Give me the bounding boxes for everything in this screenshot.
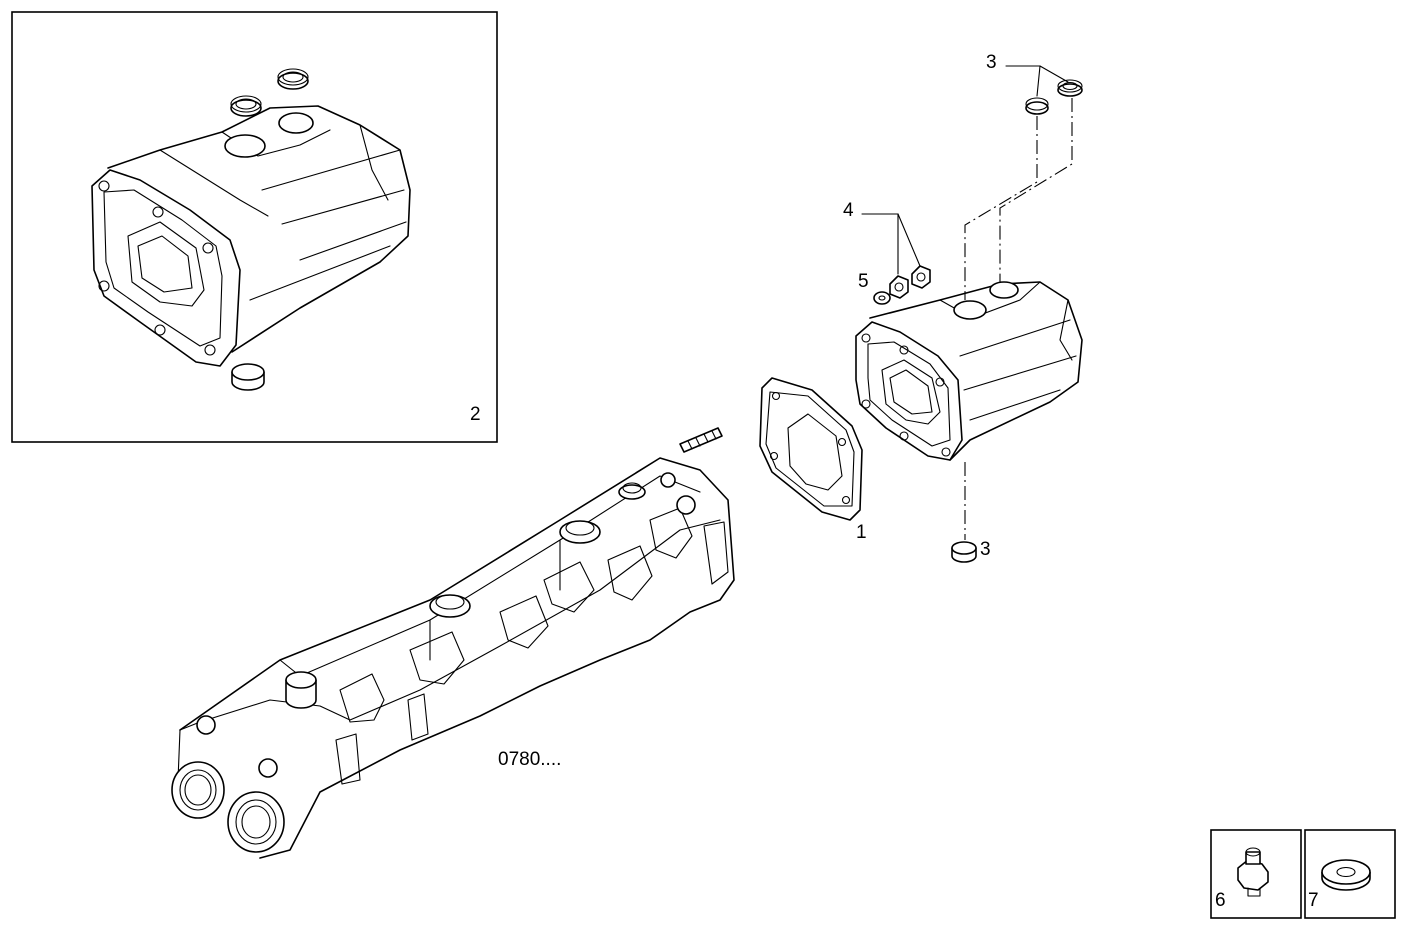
kit-inset-frame — [11, 11, 498, 443]
plug-lower — [951, 541, 977, 563]
stud-bolt — [679, 427, 723, 453]
leader-lines — [861, 65, 1069, 275]
nut-1 — [889, 275, 909, 299]
trans-hole-1 — [660, 472, 676, 488]
plug-upper-1 — [1025, 97, 1049, 115]
pump-boss-2 — [989, 281, 1019, 299]
pump-boss-1 — [953, 300, 987, 320]
plug-upper-2 — [1057, 79, 1083, 97]
callout-kit: 2 — [470, 404, 481, 425]
washer — [873, 291, 891, 305]
callout-plug-upper: 3 — [986, 52, 997, 73]
kit-boss-2 — [278, 112, 314, 134]
pump-housing — [855, 281, 1083, 461]
trans-boss-3 — [285, 671, 317, 709]
kit-inset: 2 — [11, 11, 498, 443]
callout-washer: 5 — [858, 271, 869, 292]
output-port-2 — [227, 791, 285, 853]
kit-pump-housing — [91, 105, 411, 367]
seal-ring-inset: 7 — [1304, 829, 1396, 919]
fitting — [1237, 847, 1269, 897]
trans-boss-2 — [429, 594, 471, 618]
seal-ring — [1321, 859, 1371, 891]
callout-gasket: 1 — [856, 522, 867, 543]
callout-seal-ring: 7 — [1308, 890, 1319, 911]
trans-boss-1 — [559, 520, 601, 544]
fitting-inset: 6 — [1210, 829, 1302, 919]
output-port-1 — [171, 761, 225, 819]
transmission-housing — [171, 457, 735, 859]
trans-hole-2 — [676, 495, 696, 515]
callout-nut: 4 — [843, 200, 854, 221]
pump-flange — [855, 321, 963, 461]
trans-hole-3 — [196, 715, 216, 735]
kit-boss-1 — [224, 134, 266, 158]
trans-boss-4 — [618, 482, 646, 500]
kit-cap-2 — [277, 68, 309, 90]
callout-fitting: 6 — [1215, 890, 1226, 911]
kit-cap-3 — [231, 363, 265, 391]
callout-plug-lower: 3 — [980, 539, 991, 560]
kit-flange — [91, 169, 241, 367]
reference-number: 0780.... — [498, 749, 561, 770]
gasket — [759, 377, 863, 521]
nut-2 — [911, 265, 931, 289]
kit-cap-1 — [230, 95, 262, 117]
assembly-lines — [964, 98, 1073, 540]
trans-hole-4 — [258, 758, 278, 778]
